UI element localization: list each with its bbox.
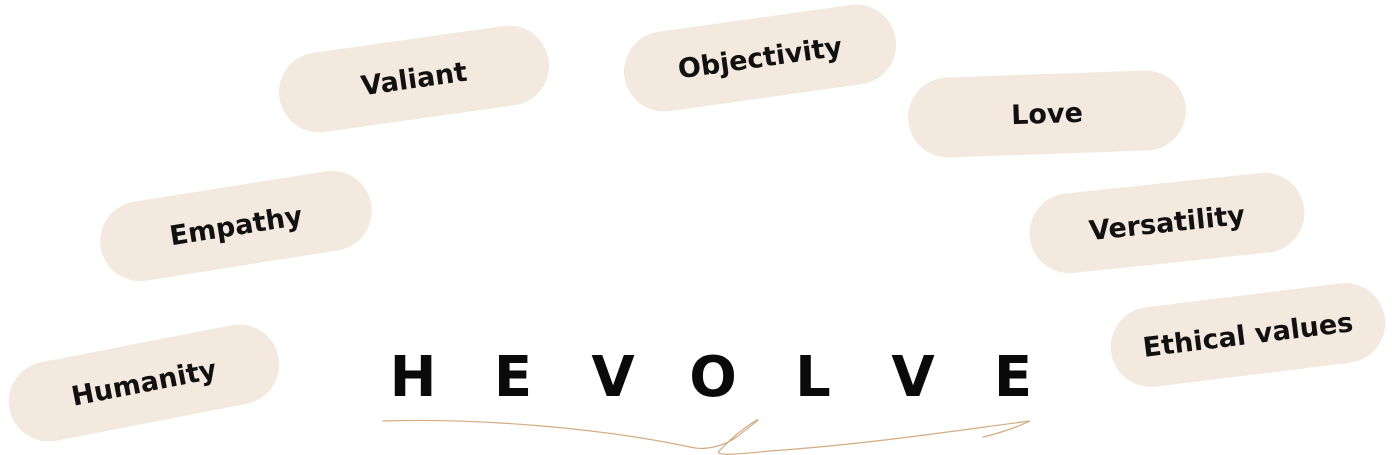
- swoosh-stroke: [382, 419, 1031, 455]
- value-pill-label: Love: [1010, 97, 1084, 131]
- brand-letter: L: [795, 345, 831, 410]
- value-pill-label: Humanity: [68, 353, 220, 413]
- brand-letter: E: [493, 345, 533, 410]
- value-pill-label: Valiant: [359, 56, 469, 102]
- brand-letter: H: [389, 345, 437, 410]
- brand-letter: E: [993, 345, 1033, 410]
- value-pill-label: Ethical values: [1141, 306, 1355, 364]
- brand-letter: O: [689, 345, 737, 410]
- value-pill-love: Love: [906, 69, 1188, 159]
- value-pill-label: Versatility: [1087, 199, 1247, 247]
- brand-letter: V: [591, 345, 635, 410]
- brand-wordmark: H E V O L V E: [388, 346, 1038, 410]
- value-pill-label: Empathy: [167, 200, 305, 252]
- brand-letter: V: [891, 345, 935, 410]
- value-pill-label: Objectivity: [675, 31, 845, 85]
